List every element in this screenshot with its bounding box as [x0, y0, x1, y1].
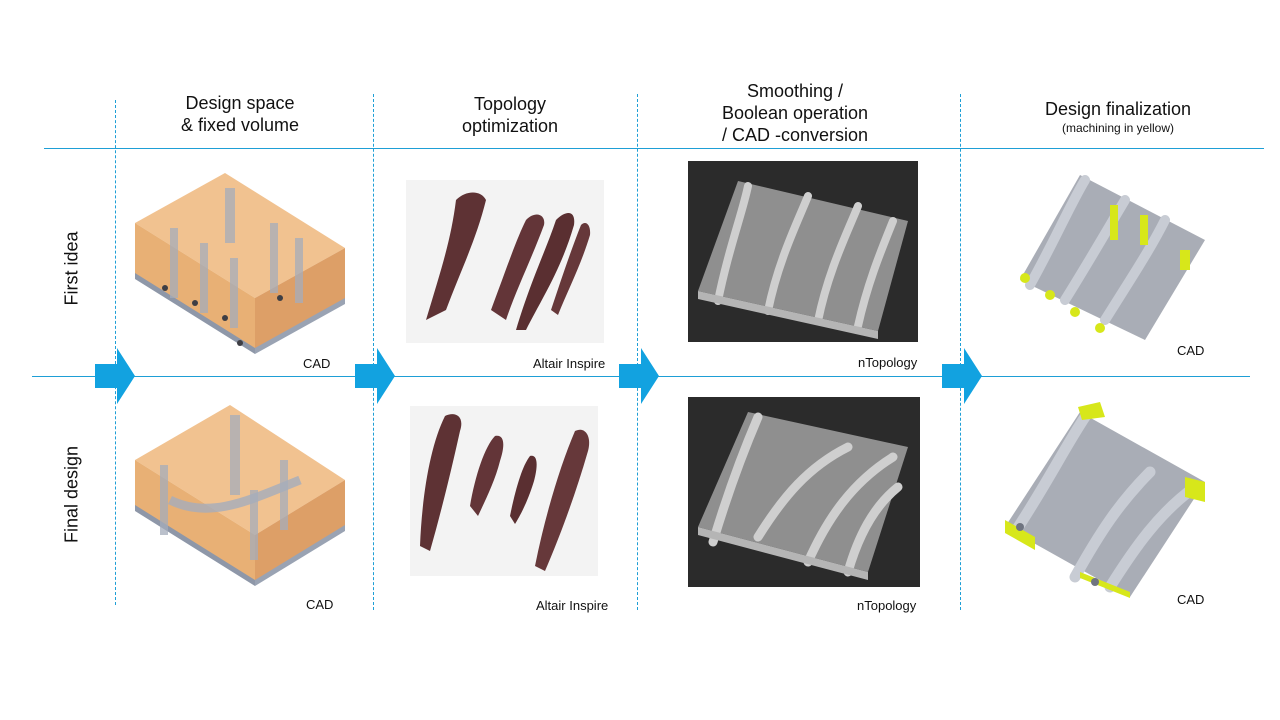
final-part-model-first	[1020, 175, 1205, 340]
header-smoothing-line1: Smoothing /	[746, 81, 844, 101]
tool-label-r2-c1: CAD	[306, 597, 334, 612]
header-topology-line2: optimization	[461, 116, 559, 136]
ntopology-model-first	[688, 161, 918, 342]
row-label-final-design: Final design	[61, 445, 82, 544]
tool-label-r1-c2: Altair Inspire	[533, 356, 606, 371]
header-finalization-sub: (machining in yellow)	[1061, 121, 1175, 135]
arrow-right-icon	[95, 348, 135, 404]
header-topology-line1: Topology	[473, 94, 547, 114]
design-space-model-first	[135, 173, 345, 354]
topology-model-final	[410, 406, 598, 576]
header-smoothing: Smoothing / Boolean operation / CAD -con…	[680, 80, 910, 146]
header-finalization-line1: Design finalization	[1044, 99, 1192, 119]
tool-label-r1-c1: CAD	[303, 356, 331, 371]
header-smoothing-line3: / CAD -conversion	[721, 125, 869, 145]
ntopology-model-final	[688, 397, 920, 587]
arrow-right-icon	[355, 348, 395, 404]
tool-label-r1-c4: CAD	[1177, 343, 1205, 358]
tool-label-r2-c3: nTopology	[857, 598, 917, 613]
header-design-space: Design space & fixed volume	[140, 92, 340, 136]
topology-model-first	[406, 180, 604, 343]
tool-label-r1-c3: nTopology	[858, 355, 918, 370]
column-divider-1	[115, 100, 116, 605]
design-space-model-final	[135, 405, 345, 586]
column-divider-2	[373, 94, 374, 610]
row-label-first-idea: First idea	[61, 231, 82, 306]
tool-label-r2-c4: CAD	[1177, 592, 1205, 607]
header-topology: Topology optimization	[410, 93, 610, 137]
column-divider-3	[637, 94, 638, 610]
header-design-space-line1: Design space	[185, 93, 295, 113]
tool-label-r2-c2: Altair Inspire	[536, 598, 609, 613]
header-finalization: Design finalization (machining in yellow…	[1008, 98, 1228, 136]
final-part-model-final	[1005, 402, 1205, 598]
top-divider-line	[44, 148, 1264, 149]
header-design-space-line2: & fixed volume	[180, 115, 300, 135]
arrow-right-icon	[942, 348, 982, 404]
arrow-right-icon	[619, 348, 659, 404]
column-divider-4	[960, 94, 961, 610]
header-smoothing-line2: Boolean operation	[721, 103, 869, 123]
